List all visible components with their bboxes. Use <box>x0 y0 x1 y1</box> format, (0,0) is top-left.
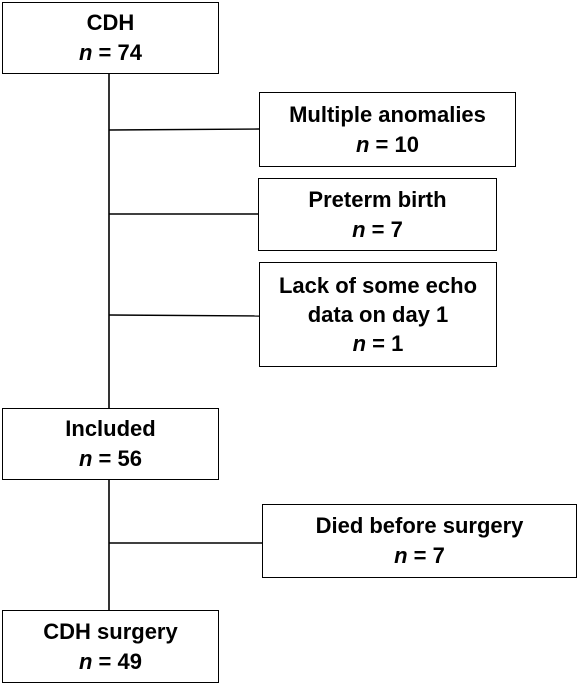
branch-line-multiple <box>108 128 260 131</box>
branch-line-echo <box>108 314 260 317</box>
equals-sign: = <box>407 543 433 568</box>
box-included: Included n = 56 <box>2 408 219 480</box>
box-preterm-count: n = 7 <box>352 215 403 245</box>
equals-sign: = <box>369 131 395 157</box>
count-value: 7 <box>390 216 403 242</box>
box-cdh: CDH n = 74 <box>2 2 219 74</box>
count-value: 10 <box>394 131 419 157</box>
box-cdh-count: n = 74 <box>79 38 142 68</box>
box-died-before-surgery: Died before surgery n = 7 <box>262 504 577 578</box>
box-lack-of-echo-data: Lack of some echo data on day 1 n = 1 <box>259 262 497 367</box>
equals-sign: = <box>92 648 118 674</box>
box-multiple-label: Multiple anomalies <box>289 101 486 127</box>
box-included-label: Included <box>65 416 156 441</box>
count-value: 7 <box>432 543 445 568</box>
n-symbol: n <box>352 216 366 242</box>
box-surgery-label: CDH surgery <box>43 618 178 644</box>
box-died-label: Died before surgery <box>315 513 524 538</box>
count-value: 74 <box>117 40 142 65</box>
equals-sign: = <box>92 40 118 65</box>
n-symbol: n <box>355 131 370 157</box>
box-multiple-count: n = 10 <box>356 130 419 160</box>
box-surgery-count: n = 49 <box>79 647 142 677</box>
box-echo-label-line1: Lack of some echo <box>278 273 478 298</box>
box-preterm-birth: Preterm birth n = 7 <box>258 178 497 251</box>
n-symbol: n <box>78 40 93 65</box>
box-preterm-label: Preterm birth <box>308 186 447 212</box>
count-value: 56 <box>117 446 142 471</box>
box-echo-count: n = 1 <box>353 329 404 358</box>
n-symbol: n <box>352 331 367 356</box>
n-symbol: n <box>78 648 93 674</box>
box-echo-label-line2: data on day 1 <box>307 302 449 327</box>
box-multiple-anomalies: Multiple anomalies n = 10 <box>259 92 516 167</box>
count-value: 49 <box>117 648 142 674</box>
box-died-count: n = 7 <box>394 541 445 571</box>
equals-sign: = <box>92 446 118 471</box>
box-cdh-label: CDH <box>86 10 135 35</box>
equals-sign: = <box>365 216 391 242</box>
box-cdh-surgery: CDH surgery n = 49 <box>2 610 219 683</box>
n-symbol: n <box>394 543 408 568</box>
equals-sign: = <box>366 331 392 356</box>
box-included-count: n = 56 <box>79 444 142 474</box>
n-symbol: n <box>78 446 93 471</box>
count-value: 1 <box>391 331 404 356</box>
